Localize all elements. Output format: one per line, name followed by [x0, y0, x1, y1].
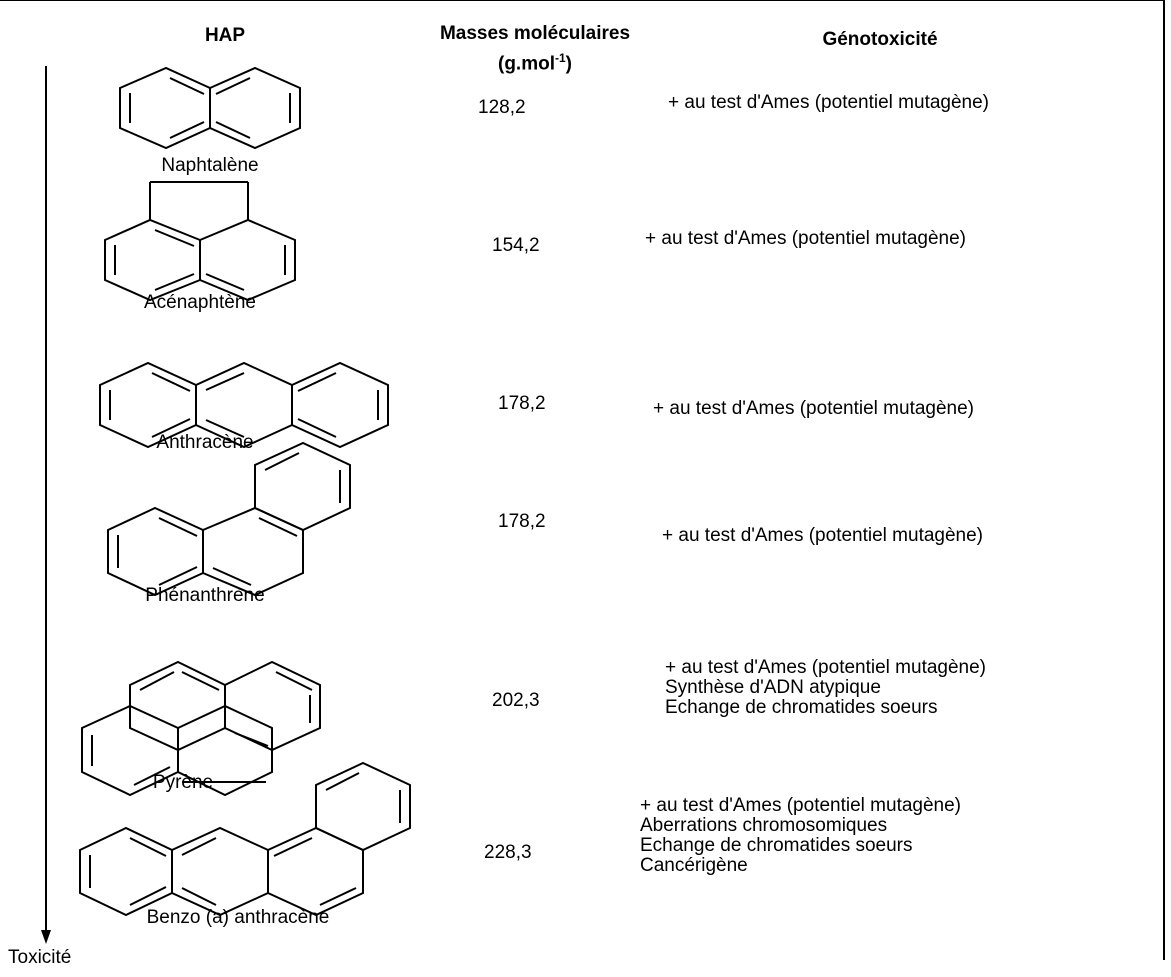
- mass-naphtalene: 128,2: [478, 97, 526, 118]
- effect-line: + au test d'Ames (potentiel mutagène): [665, 657, 987, 678]
- mass-benzo-a-anthracene: 228,3: [484, 842, 532, 863]
- name-phenanthrene: Phénanthrène: [145, 585, 265, 606]
- effect-line: Synthèse d'ADN atypique: [665, 677, 881, 698]
- mass-phenanthrene: 178,2: [498, 511, 546, 532]
- genotox-pyrene: + au test d'Ames (potentiel mutagène) Sy…: [665, 658, 986, 718]
- genotox-anthracene: + au test d'Ames (potentiel mutagène): [653, 399, 974, 419]
- genotox-phenanthrene: + au test d'Ames (potentiel mutagène): [662, 526, 983, 546]
- axis-label-toxicite: Toxicité: [8, 947, 72, 968]
- mass-anthracene: 178,2: [498, 393, 546, 414]
- header-genotoxicite: Génotoxicité: [822, 29, 938, 50]
- mass-acenaphtene: 154,2: [492, 235, 540, 256]
- effect-line: + au test d'Ames (potentiel mutagène): [640, 795, 962, 816]
- name-benzo-a-anthracene: Benzo (a) anthracène: [146, 907, 330, 928]
- name-pyrene: Pyrène: [152, 772, 214, 793]
- effect-line: + au test d'Ames (potentiel mutagène): [662, 525, 984, 546]
- header-masses-title: Masses moléculaires: [439, 23, 631, 44]
- effect-line: Echange de chromatides soeurs: [665, 697, 938, 718]
- header-masses: Masses moléculaires (g.mol-1): [385, 22, 685, 76]
- name-anthracene: Anthracène: [156, 432, 254, 453]
- genotox-benzo-a-anthracene: + au test d'Ames (potentiel mutagène) Ab…: [640, 796, 961, 876]
- table-frame: [0, 0, 1165, 960]
- mass-pyrene: 202,3: [492, 690, 540, 711]
- effect-line: Aberrations chromosomiques: [640, 815, 888, 836]
- effect-line: + au test d'Ames (potentiel mutagène): [668, 92, 990, 113]
- name-acenaphtene: Acénaphtène: [144, 292, 256, 313]
- genotox-acenaphtene: + au test d'Ames (potentiel mutagène): [645, 229, 966, 249]
- effect-line: Echange de chromatides soeurs: [640, 835, 913, 856]
- header-hap: HAP: [204, 25, 246, 46]
- effect-line: + au test d'Ames (potentiel mutagène): [645, 228, 967, 249]
- effect-line: Cancérigène: [640, 855, 748, 876]
- header-masses-units: (g.mol-1): [498, 51, 572, 75]
- name-naphtalene: Naphtalène: [161, 155, 259, 176]
- genotox-naphtalene: + au test d'Ames (potentiel mutagène): [668, 93, 989, 113]
- effect-line: + au test d'Ames (potentiel mutagène): [653, 398, 975, 419]
